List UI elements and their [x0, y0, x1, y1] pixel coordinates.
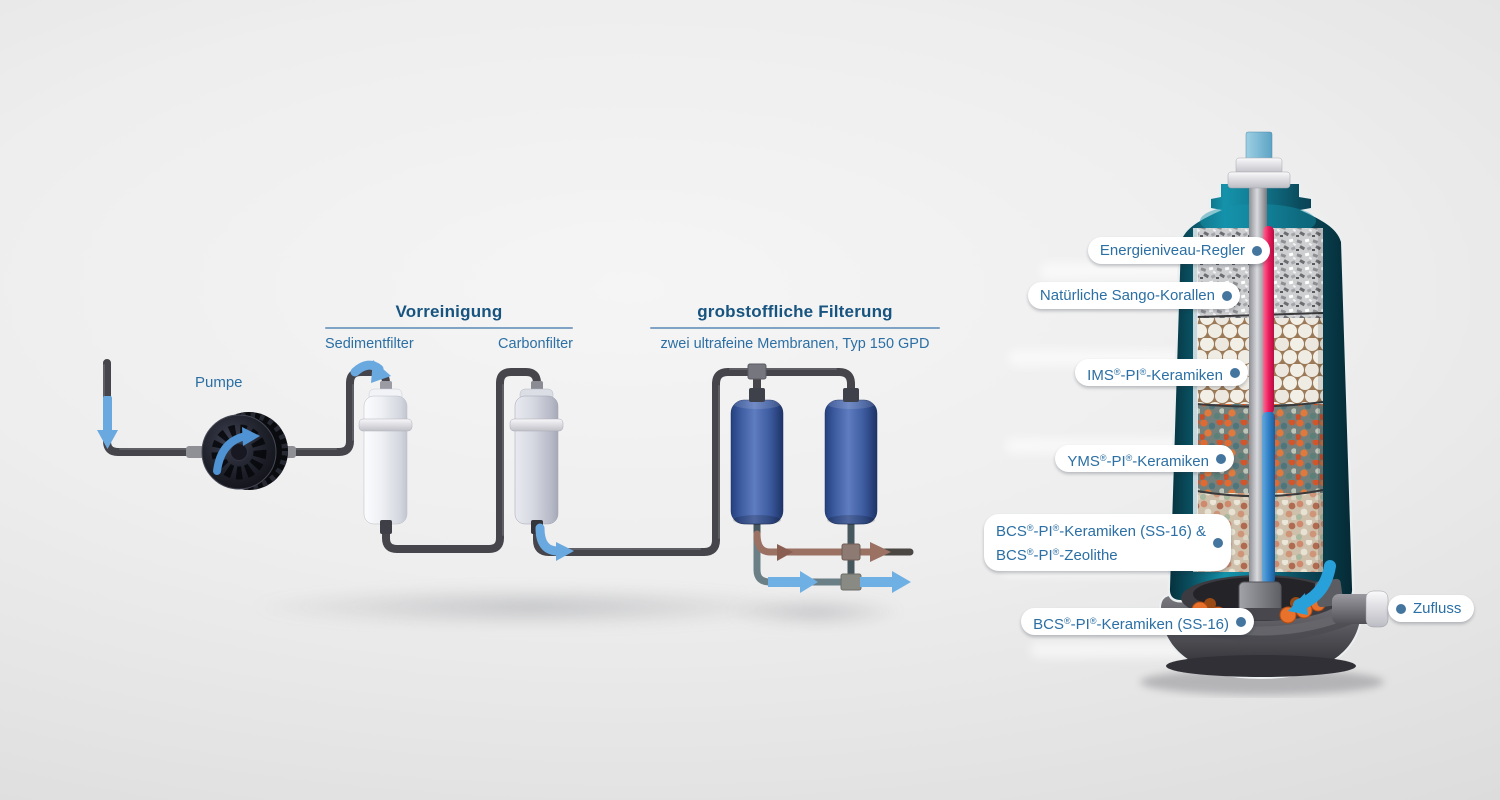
pill-ims-keramiken: IMS®-PI®-Keramiken — [1075, 359, 1248, 386]
pill-label-line2: BCS®-PI®-Zeolithe — [995, 547, 1118, 564]
membrane1-cap — [749, 388, 765, 402]
membrane-1 — [730, 399, 784, 525]
membrane2-cap — [843, 388, 859, 402]
pipe-sediment-to-carbon — [382, 368, 541, 553]
pipe-carbon-to-membranes — [533, 368, 855, 556]
stage1-title: Vorreinigung — [395, 302, 503, 321]
pill-label: YMS®-PI®-Keramiken — [1067, 453, 1209, 470]
pill-label: Zufluss — [1413, 600, 1462, 617]
pill-energieniveau-regler: Energieniveau-Regler — [1087, 237, 1270, 264]
ground-shadow-membranes — [690, 590, 940, 634]
pill-label: Natürliche Sango-Korallen — [1039, 287, 1215, 304]
energy-rod-pink — [1263, 226, 1274, 414]
pipe-waste-line — [753, 530, 886, 556]
stage1-underline — [325, 327, 573, 329]
pointer-dot-icon — [1216, 453, 1226, 464]
flow-arrows — [97, 360, 911, 593]
carbon-filter-label: Carbonfilter — [498, 336, 573, 352]
pill-bcs-keramiken-ss16: BCS®-PI®-Keramiken (SS-16) — [1021, 608, 1254, 635]
membrane-2 — [824, 399, 878, 525]
sediment-filter — [358, 381, 413, 534]
stage2-underline — [650, 327, 940, 329]
pointer-dot-icon — [1213, 537, 1223, 548]
flow-diagram — [97, 359, 914, 593]
sediment-filter-label: Sedimentfilter — [325, 336, 414, 352]
pump-sleeve-left — [186, 446, 206, 458]
pipe-inlet — [103, 359, 202, 456]
pump-rotation-arrowhead — [242, 427, 260, 446]
stage2-header: grobstoffliche Filterung zwei ultrafeine… — [650, 302, 940, 352]
riser-tube-blue — [1262, 412, 1275, 584]
tee-fitting-top — [747, 363, 767, 380]
stage1-header: Vorreinigung Sedimentfilter Carbonfilter — [325, 302, 573, 352]
stage2-subtitle: zwei ultrafeine Membranen, Typ 150 GPD — [660, 336, 930, 352]
ground-shadow-left — [140, 578, 920, 636]
inlet-pipe — [1332, 590, 1389, 628]
tee-fitting-permeate — [840, 573, 862, 591]
pill-bcs-keramiken-zeolithe: BCS®-PI®-Keramiken (SS-16) & BCS®-PI®-Ze… — [983, 514, 1231, 571]
pointer-dot-icon — [1222, 290, 1232, 301]
carbon-filter — [509, 381, 564, 534]
stage2-title: grobstoffliche Filterung — [697, 302, 893, 321]
pump-label: Pumpe — [195, 374, 243, 391]
pill-label: BCS®-PI®-Keramiken (SS-16) — [1033, 616, 1229, 633]
pill-sango-korallen: Natürliche Sango-Korallen — [1027, 282, 1240, 309]
pointer-dot-icon — [1396, 603, 1406, 614]
pump — [201, 412, 288, 490]
pointer-dot-icon — [1236, 616, 1246, 627]
pump-rotation-arrow — [213, 432, 250, 475]
pill-label: Energieniveau-Regler — [1099, 242, 1245, 259]
pill-label-line1: BCS®-PI®-Keramiken (SS-16) & — [995, 523, 1206, 540]
pill-label: IMS®-PI®-Keramiken — [1087, 367, 1223, 384]
pill-yms-keramiken: YMS®-PI®-Keramiken — [1055, 445, 1234, 472]
membrane-outlet-pipes — [753, 514, 914, 586]
vessel-cap — [1227, 131, 1291, 189]
pill-zufluss: Zufluss — [1388, 595, 1475, 622]
vessel-ground-shadow — [1140, 669, 1384, 695]
pointer-dot-icon — [1230, 367, 1240, 378]
tee-fitting-waste — [841, 543, 861, 561]
pointer-dot-icon — [1252, 245, 1262, 256]
